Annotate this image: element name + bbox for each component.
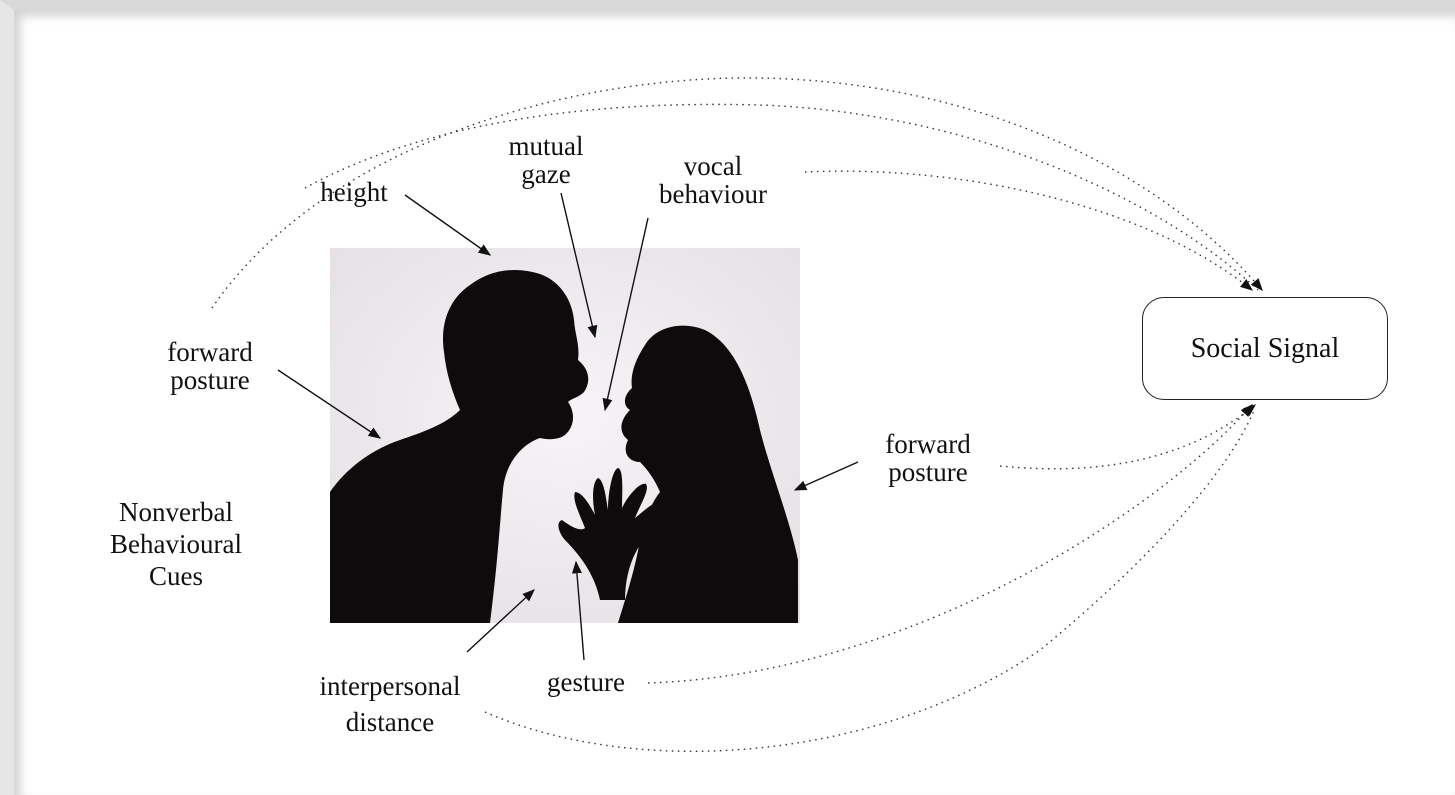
man-silhouette-icon — [330, 269, 589, 623]
label-gesture: gesture — [547, 667, 625, 697]
group-label-nonverbal-cues: Nonverbal Behavioural Cues — [110, 497, 242, 591]
label-forward-posture-left: forward posture — [167, 337, 253, 395]
dotted-link-height-outer — [211, 77, 1263, 309]
social-signal-label: Social Signal — [1190, 332, 1340, 364]
arrow-height — [404, 194, 492, 256]
dotted-link-gesture — [647, 404, 1253, 684]
arrow-gesture — [571, 560, 585, 661]
dotted-link-vocal — [804, 170, 1253, 291]
couple-photo — [330, 248, 800, 623]
dotted-link-height-inner — [304, 103, 1259, 291]
label-forward-posture-right: forward posture — [885, 429, 971, 487]
label-mutual-gaze: mutual gaze — [508, 131, 584, 189]
arrow-mutual-gaze — [560, 192, 598, 339]
label-vocal-behaviour: vocal behaviour — [659, 151, 767, 209]
woman-silhouette-icon — [618, 325, 798, 623]
label-interpersonal-distance: interpersonal distance — [319, 671, 461, 737]
gesturing-hands-icon — [558, 468, 661, 600]
arrow-vocal-behaviour — [602, 217, 649, 412]
arrow-forward-posture-right — [793, 461, 859, 491]
dotted-link-forward-posture — [999, 404, 1256, 470]
arrow-forward-posture-left — [277, 369, 382, 439]
label-height: height — [320, 177, 388, 207]
social-signal-box: Social Signal — [1142, 297, 1388, 400]
arrow-interpersonal-distance — [466, 589, 535, 653]
